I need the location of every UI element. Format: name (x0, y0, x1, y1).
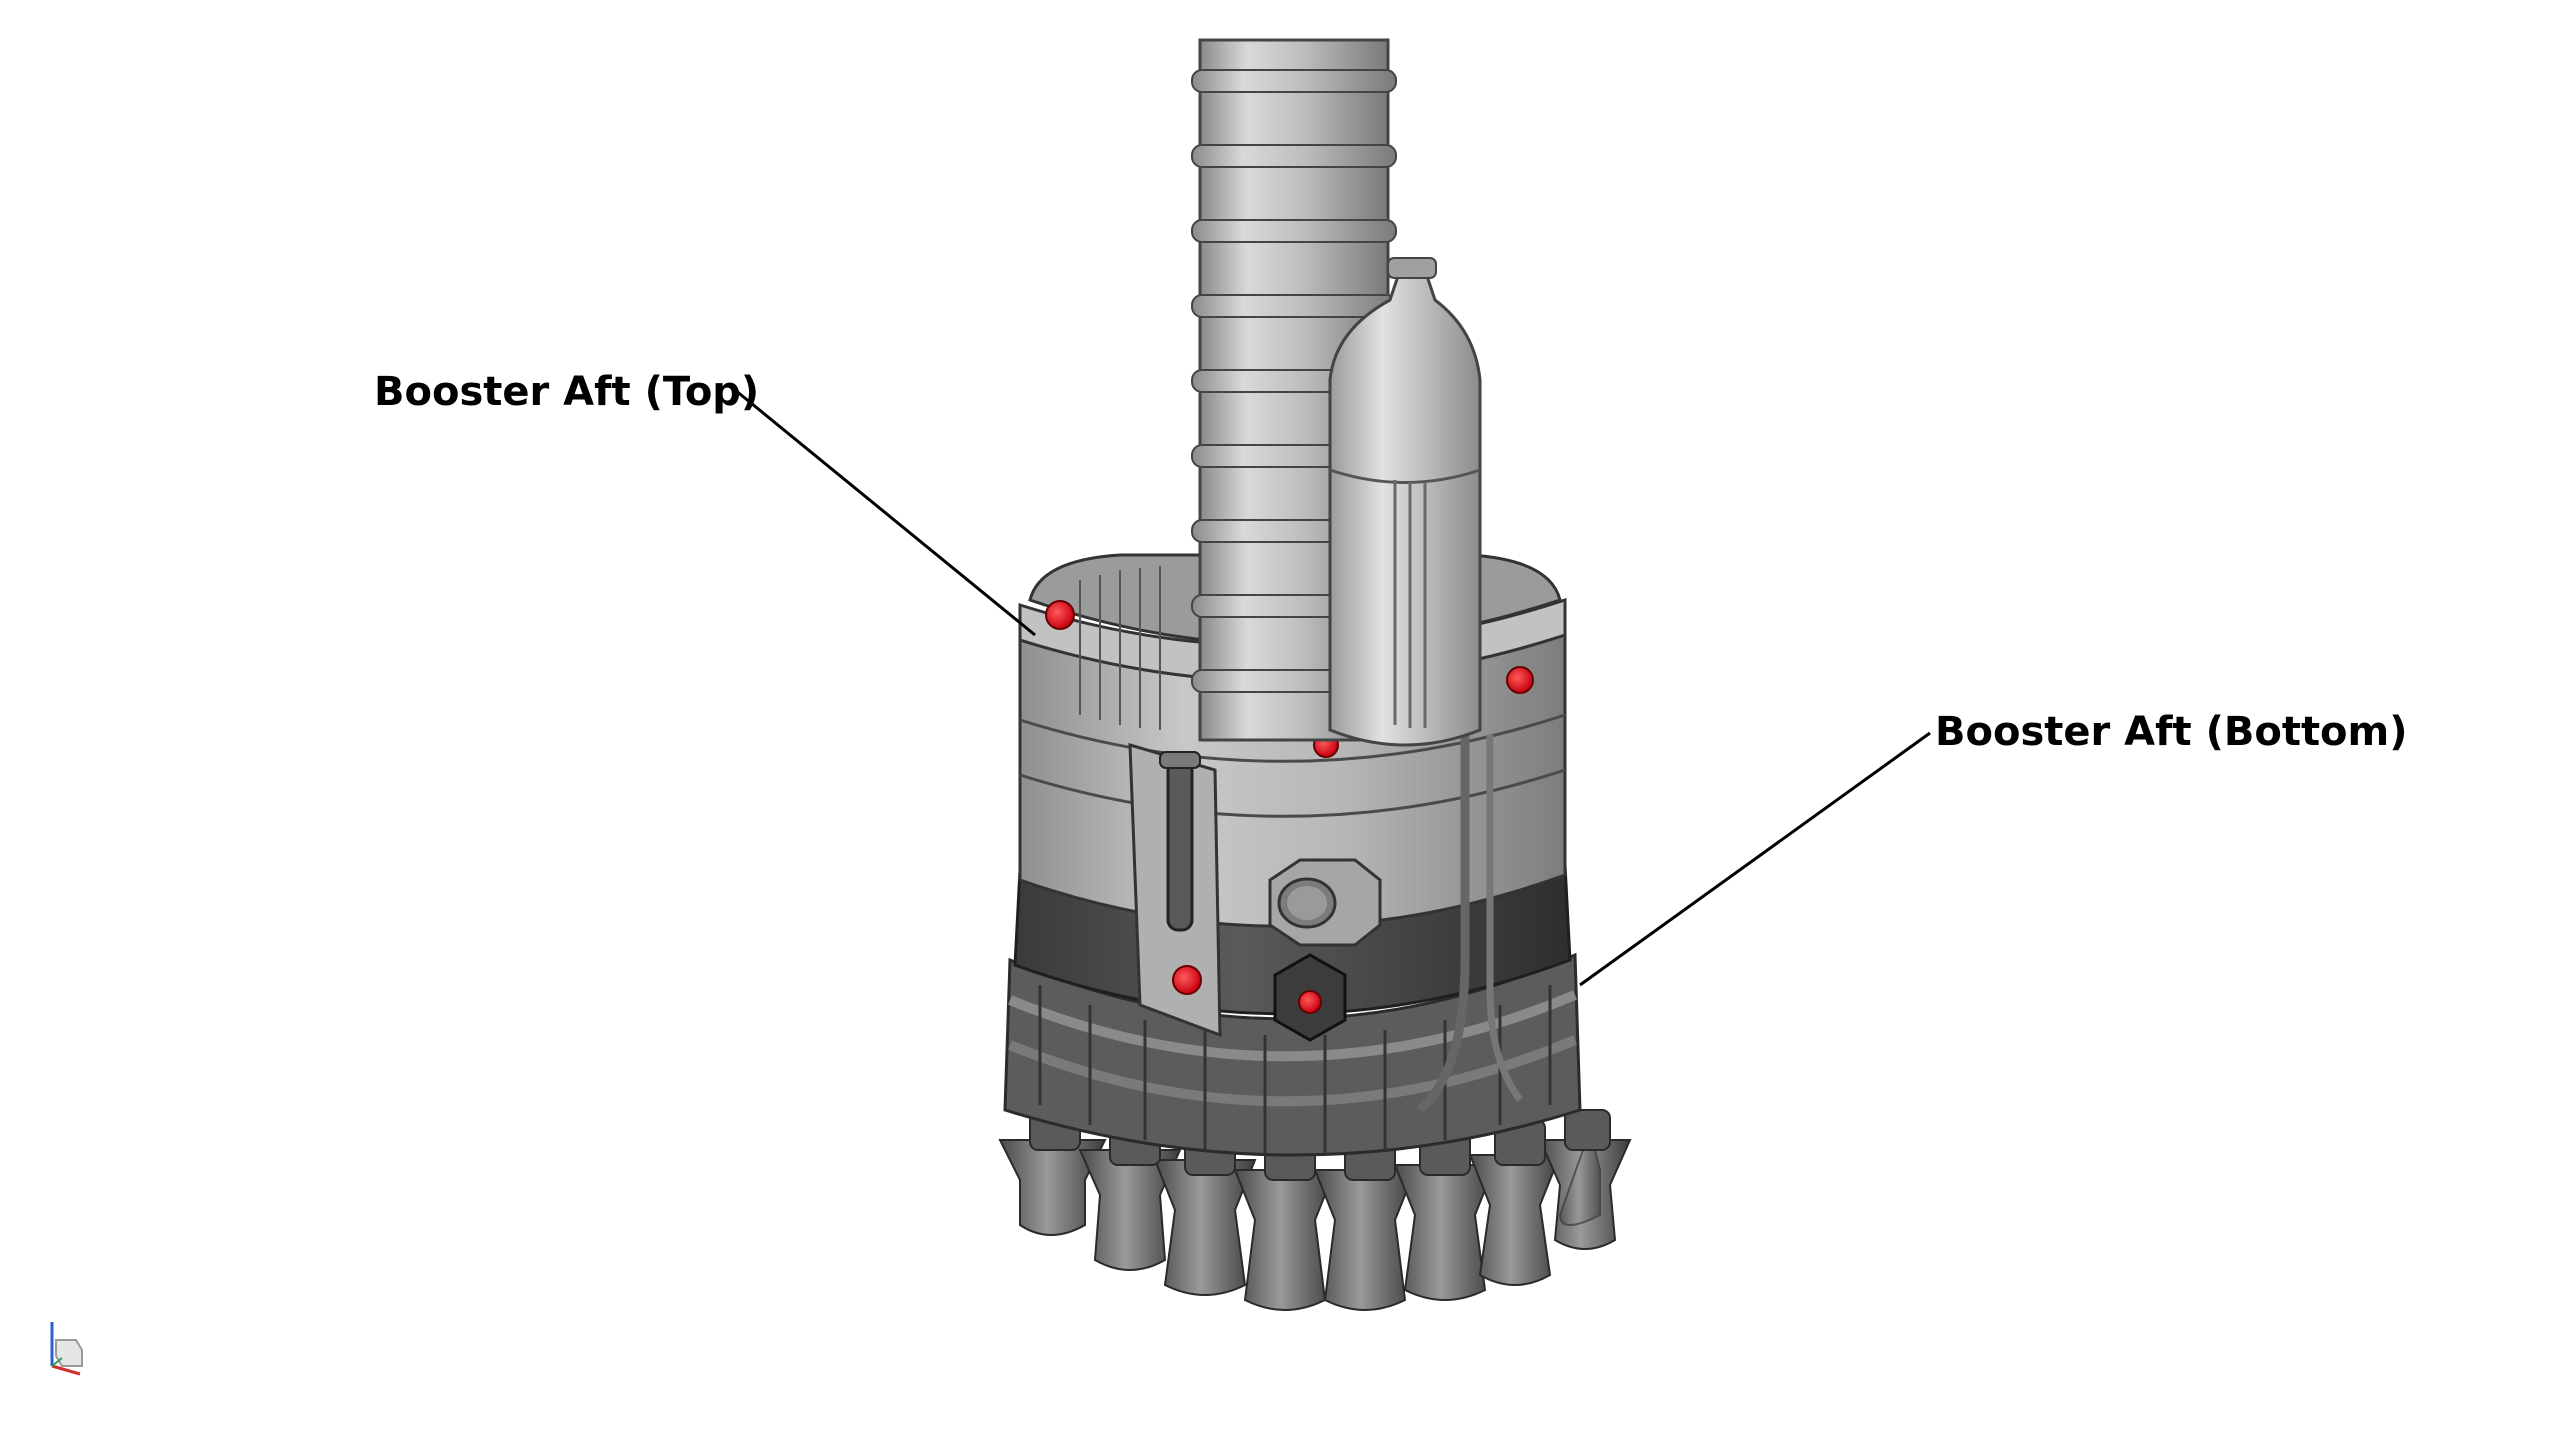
red-port-marker (1045, 600, 1075, 630)
red-port-marker (1506, 666, 1534, 694)
pressure-tank (1328, 257, 1482, 747)
leader-line-bottom (1579, 731, 1931, 987)
leader-line-top (734, 388, 1036, 637)
engine-cluster (998, 1109, 1632, 1311)
red-port-marker (1298, 990, 1322, 1014)
callout-booster-aft-top: Booster Aft (Top) (374, 369, 760, 415)
axis-triad-icon (50, 1322, 83, 1376)
callout-leaders (734, 388, 1931, 987)
red-port-marker (1172, 965, 1202, 995)
callout-booster-aft-bottom: Booster Aft (Bottom) (1935, 709, 2408, 755)
